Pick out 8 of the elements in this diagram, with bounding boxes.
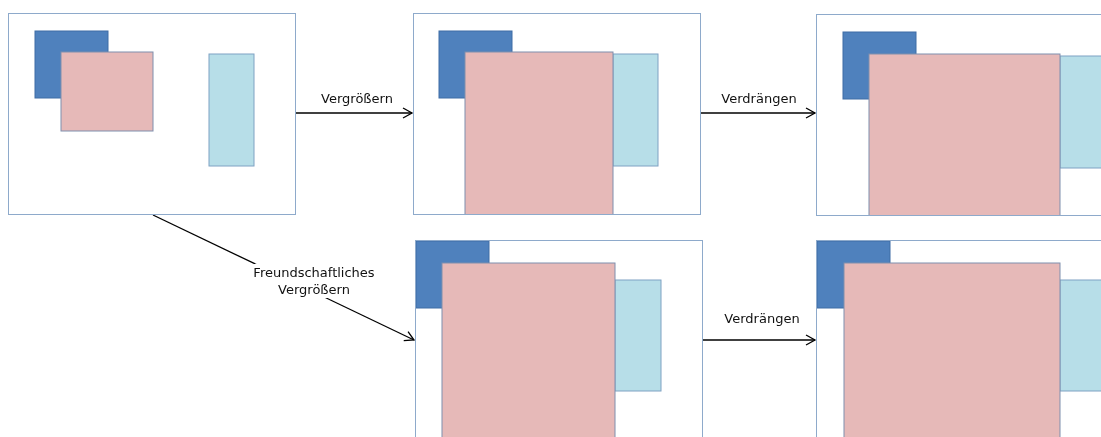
frame-box — [413, 13, 701, 215]
arrow — [700, 107, 816, 119]
frame-box — [415, 240, 703, 437]
arrow — [702, 334, 816, 346]
frame-box — [816, 14, 1101, 216]
frame-box — [8, 13, 296, 215]
frame-box — [816, 240, 1101, 437]
arrow — [295, 107, 413, 119]
